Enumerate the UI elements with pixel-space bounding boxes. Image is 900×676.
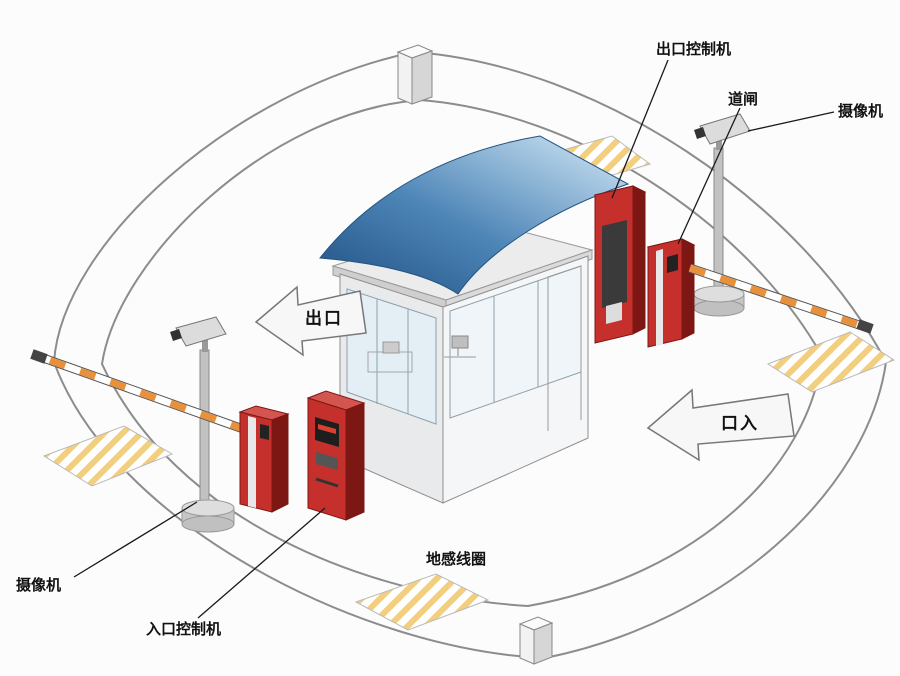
top-pillar-box xyxy=(396,44,434,105)
arrow-left-icon xyxy=(254,285,367,357)
label-exit-controller: 出口控制机 xyxy=(656,40,731,58)
ticket-slot xyxy=(315,477,339,488)
machine-sign xyxy=(606,302,622,324)
exit-arrow-label: 出口 xyxy=(305,308,343,328)
entrance-direction-arrow: 口入 xyxy=(646,388,795,462)
gate-display xyxy=(667,254,678,273)
top-box-left xyxy=(397,51,413,105)
label-ground-loop: 地感线圈 xyxy=(426,550,486,568)
label-camera-left: 摄像机 xyxy=(16,576,61,594)
arm-base xyxy=(688,264,870,332)
entrance-arrow-label: 口入 xyxy=(721,414,759,433)
pole-base-bottom xyxy=(181,515,235,533)
gate-display xyxy=(260,424,269,440)
camera-mount xyxy=(716,138,722,150)
entrance-controller-machine xyxy=(306,390,366,521)
leader-camera-right xyxy=(747,111,835,132)
leader-entrance-controller xyxy=(197,507,326,619)
camera-lens xyxy=(694,127,706,139)
gate-stripe xyxy=(248,416,256,508)
arrow-left-icon xyxy=(646,388,795,462)
leader-camera-left xyxy=(73,501,198,578)
exit-barrier-gate xyxy=(646,238,874,348)
arm-stripes xyxy=(30,350,248,434)
leader-barrier-gate xyxy=(677,107,741,245)
booth-canopy xyxy=(319,135,630,295)
leader-exit-controller xyxy=(611,59,669,199)
exit-direction-arrow: 出口 xyxy=(254,285,367,357)
entrance-barrier-gate xyxy=(30,349,290,513)
machine-display xyxy=(315,417,339,447)
entrance-camera-pole xyxy=(170,316,235,533)
machine-side xyxy=(632,185,646,335)
booth-equipment xyxy=(382,341,400,354)
guard-booth xyxy=(331,219,594,504)
machine-side xyxy=(345,402,365,521)
arm-tip xyxy=(30,349,48,364)
camera-mount xyxy=(202,340,208,352)
ground-loop-left xyxy=(42,425,174,487)
machine-keypad xyxy=(316,452,338,470)
bottom-box-right xyxy=(533,622,553,665)
label-barrier-gate: 道闸 xyxy=(728,90,758,108)
camera-icon xyxy=(175,316,227,347)
ground-loop-right xyxy=(766,331,896,393)
exit-barrier-arm xyxy=(688,263,874,334)
top-box-right xyxy=(411,50,433,105)
camera-pole xyxy=(199,349,210,513)
gate-stripe xyxy=(656,249,663,346)
machine-panel xyxy=(602,220,627,308)
leader-lines xyxy=(73,59,835,619)
booth-window-left xyxy=(346,288,437,425)
ground-loops xyxy=(42,331,896,631)
pole-base-top xyxy=(181,499,235,517)
booth-monitor xyxy=(451,335,469,349)
bottom-pillar-box xyxy=(518,616,554,665)
display-led xyxy=(318,424,336,434)
labels: 出口控制机 道闸 摄像机 摄像机 入口控制机 地感线圈 xyxy=(16,40,883,638)
booth-door-frame xyxy=(547,265,582,431)
exit-camera-pole xyxy=(693,113,751,317)
label-entrance-controller: 入口控制机 xyxy=(146,620,221,638)
gate-side xyxy=(271,413,289,513)
ground-loop-bottom xyxy=(354,573,490,631)
gate-side xyxy=(681,238,695,340)
entrance-barrier-arm xyxy=(30,349,248,435)
label-camera-right: 摄像机 xyxy=(838,102,883,120)
exit-controller-machine xyxy=(593,185,647,344)
arm-tip xyxy=(856,319,874,334)
camera-lens xyxy=(170,329,182,341)
bottom-box-left xyxy=(519,623,535,665)
